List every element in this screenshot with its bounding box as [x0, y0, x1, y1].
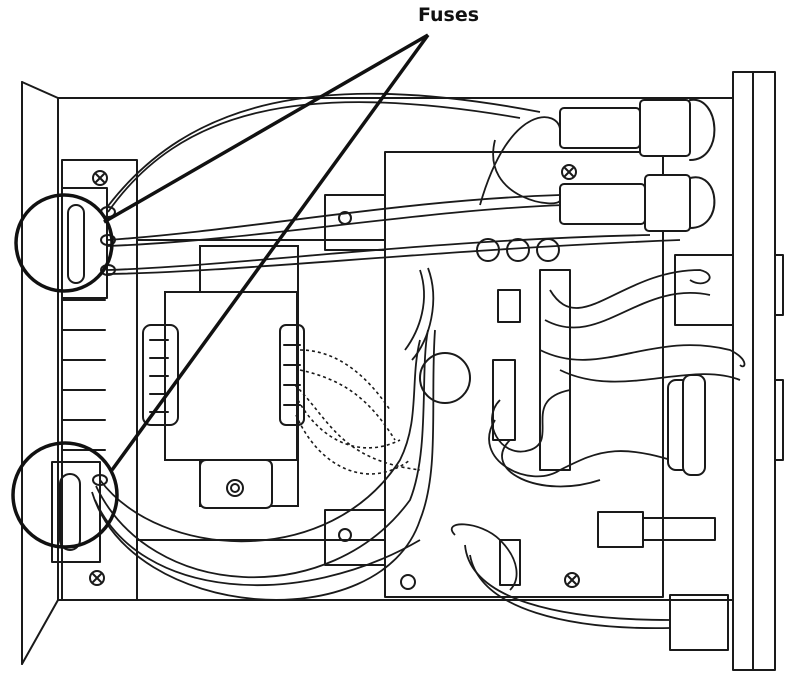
screw-icon: [561, 164, 577, 180]
coiled-wires: [294, 349, 421, 475]
callout-leader-lines: [103, 33, 430, 472]
fuse-holder-top: [61, 187, 116, 299]
screw-icon: [564, 572, 580, 588]
screw-icon: [92, 170, 108, 186]
mount-hole: [400, 574, 416, 590]
chassis-housing: [21, 71, 784, 671]
fuse-callout-circle-bottom: [11, 441, 119, 549]
fuses-label: Fuses: [418, 4, 480, 26]
fuse-callout-circle-top: [14, 193, 114, 293]
screw-icon: [89, 570, 105, 586]
wire-harness: [91, 92, 746, 630]
connectors: [559, 98, 716, 476]
transformer: [142, 245, 305, 509]
heat-sink-fins: [61, 299, 106, 451]
circuit-board: [136, 151, 734, 651]
